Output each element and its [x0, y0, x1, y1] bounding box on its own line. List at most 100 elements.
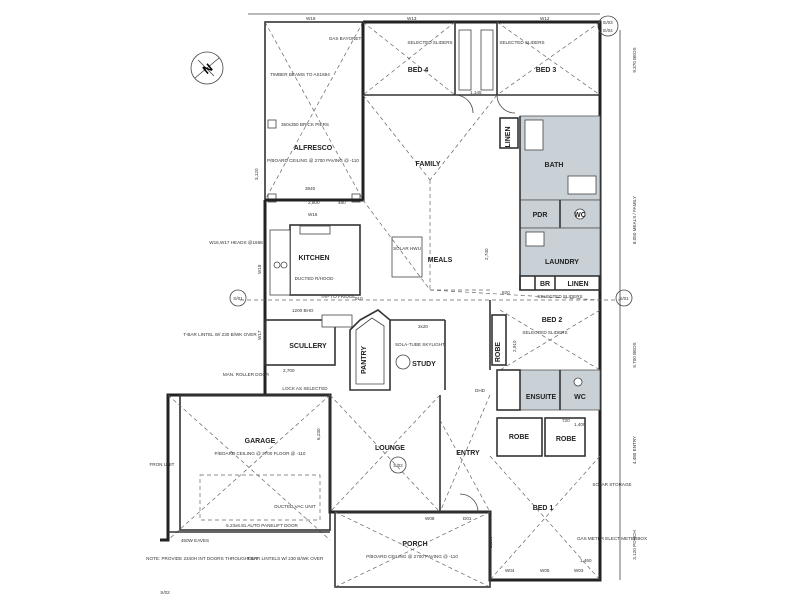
note-panelift: 5.23x6.81 AUTO PANELIFT DOOR: [226, 523, 298, 528]
dim-2160: 2,160: [488, 536, 493, 548]
note-ducted-rhood: DUCTED R/HOOD: [295, 276, 334, 281]
room-porch: PORCH: [402, 541, 427, 548]
dim-6230: 6,230: [316, 428, 321, 440]
room-family: FAMILY: [415, 161, 440, 168]
dim-w16: W16: [308, 212, 318, 217]
dim-w05: W05: [540, 568, 550, 573]
door-swing: [454, 94, 474, 114]
dim-480: 480: [338, 200, 346, 205]
room-garage: GARAGE: [245, 438, 276, 445]
note-garage-ceiling: P/BOARD CEILING @ 2700 FLOOR @ -110: [215, 451, 306, 456]
note-gas-bayonet: GAS BAYONET: [329, 36, 362, 41]
tag-s01-left: S/01: [233, 296, 243, 301]
room-ensuite: ENSUITE: [526, 394, 557, 401]
room-br: BR: [540, 281, 550, 288]
dim-2740: 2,740: [484, 248, 489, 260]
dim-w17: W17: [257, 330, 262, 340]
note-sola-tube: SOLA-TUBE SKYLIGHT: [395, 342, 445, 347]
room-lounge: LOUNGE: [375, 445, 405, 452]
dim-820: 820: [502, 290, 510, 295]
robe1-outline: [496, 417, 543, 457]
brick-pier: [351, 193, 361, 203]
linen-cupboard: [499, 117, 519, 149]
dim-right-low: 4.480 ENTRY: [632, 436, 637, 464]
room-laundry: LAUNDRY: [545, 259, 579, 266]
brick-pier: [267, 119, 277, 129]
note-sliders-bed3: SELECTED SLIDERS: [499, 40, 544, 45]
tag-s02-corner: S/02: [160, 590, 170, 595]
room-scullery: SCULLERY: [289, 343, 327, 350]
room-robe1: ROBE: [509, 434, 530, 441]
room-pantry: PANTRY: [361, 346, 368, 374]
room-kitchen: KITCHEN: [298, 255, 329, 262]
robe-bed4: [458, 29, 472, 91]
note-t-bar-lintel: T-BAR LINTEL W/ 230 B/WK OVER: [183, 332, 257, 337]
solar-hwu-outline: [391, 236, 423, 278]
dim-720: 720: [562, 418, 570, 423]
room-linen-top: LINEN: [505, 127, 512, 148]
robe2-outline: [544, 417, 586, 457]
dim-right-top: 9.370 BEDS: [632, 47, 637, 72]
tag-s02: S/02: [393, 463, 403, 468]
outer-wall: [160, 20, 602, 582]
porch-outline: [334, 511, 491, 588]
garage-outline: [179, 394, 331, 531]
fridge: [321, 314, 353, 328]
wc-toilet: [574, 208, 586, 220]
pantry-outline: [349, 309, 391, 391]
dim-d01: D01: [463, 516, 472, 521]
note-front-unit: FRON UNIT: [149, 462, 174, 467]
note-solar-storage: SOLAR STORAGE: [592, 482, 631, 487]
scullery-outline: [264, 319, 336, 366]
tag-s01-right: S/01: [619, 296, 629, 301]
dim-3x20: 3x20: [418, 324, 428, 329]
door-swing: [496, 94, 516, 114]
note-sliders-bed2: SELECTED SLIDERS: [522, 330, 567, 335]
note-solar-hwu: SOLAR HWU: [393, 246, 421, 251]
room-entry: ENTRY: [456, 450, 480, 457]
room-wc2: WC: [574, 394, 586, 401]
note-gas-meter: GAS METER ELECT METERBOX: [577, 536, 647, 541]
dim-2800: 2,800: [308, 200, 320, 205]
entry-door-swing: [459, 493, 479, 513]
note-provide: NOTE: PROVIDE 2340H INT DOORS THROUGHOUT: [146, 556, 258, 561]
dim-right-bot: 3.120 PORCH: [632, 530, 637, 559]
note-lock-selected: LOCK AS SELECTED: [282, 386, 328, 391]
brick-pier: [267, 193, 277, 203]
sola-tube-icon: [395, 354, 411, 370]
room-bed2: BED 2: [542, 317, 563, 324]
dim-w19: W19: [306, 16, 316, 21]
room-bed1: BED 1: [533, 505, 554, 512]
note-alfresco-ceiling: P/BOARD CEILING @ 2700 PAVING @ -110: [267, 158, 359, 163]
note-brick-piers: 350x350 BRICK PIERS: [281, 122, 329, 127]
vehicle-outline: [199, 474, 321, 521]
dim-w12: W12: [540, 16, 550, 21]
room-study: STUDY: [412, 361, 436, 368]
note-roller-door: MAN. ROLLER DOOR: [223, 372, 270, 377]
note-timber-beams: TIMBER BEAMS TO AS1684: [270, 72, 330, 77]
dim-2910: 2,910: [512, 340, 517, 352]
dim-right-mid2: 5.700 BEDS: [632, 342, 637, 367]
room-meals: MEALS: [428, 257, 453, 264]
room-bed3: BED 3: [536, 67, 557, 74]
note-tap-fridge: TAP TO FRIDGE: [321, 294, 356, 299]
dim-2700: 2,700: [283, 368, 295, 373]
note-heads: W16,W17 HEADS @1668: [209, 240, 263, 245]
robe-bed3: [480, 29, 494, 91]
room-robe2: ROBE: [556, 436, 577, 443]
dim-w04: W04: [505, 568, 515, 573]
dim-3120: 3,120: [254, 168, 259, 180]
note-sliders-linen: SELECTED SLIDERS: [537, 294, 582, 299]
dim-1400: 1,400: [574, 422, 586, 427]
ensuite-toilet: [573, 377, 583, 387]
tag-e04: E/04: [603, 28, 613, 33]
room-bed4: BED 4: [408, 67, 429, 74]
laundry-trough: [525, 231, 545, 247]
room-pdr: PDR: [533, 212, 548, 219]
dim-w13: W13: [407, 16, 417, 21]
note-sliders-bed4: SELECTED SLIDERS: [407, 40, 452, 45]
note-porch-ceiling: P/BOARD CEILING @ 2700 PAVING @ -110: [366, 554, 458, 559]
dim-w18: W18: [257, 264, 262, 274]
kitchen-bench: [269, 229, 291, 296]
dim-910: 910: [355, 296, 363, 301]
